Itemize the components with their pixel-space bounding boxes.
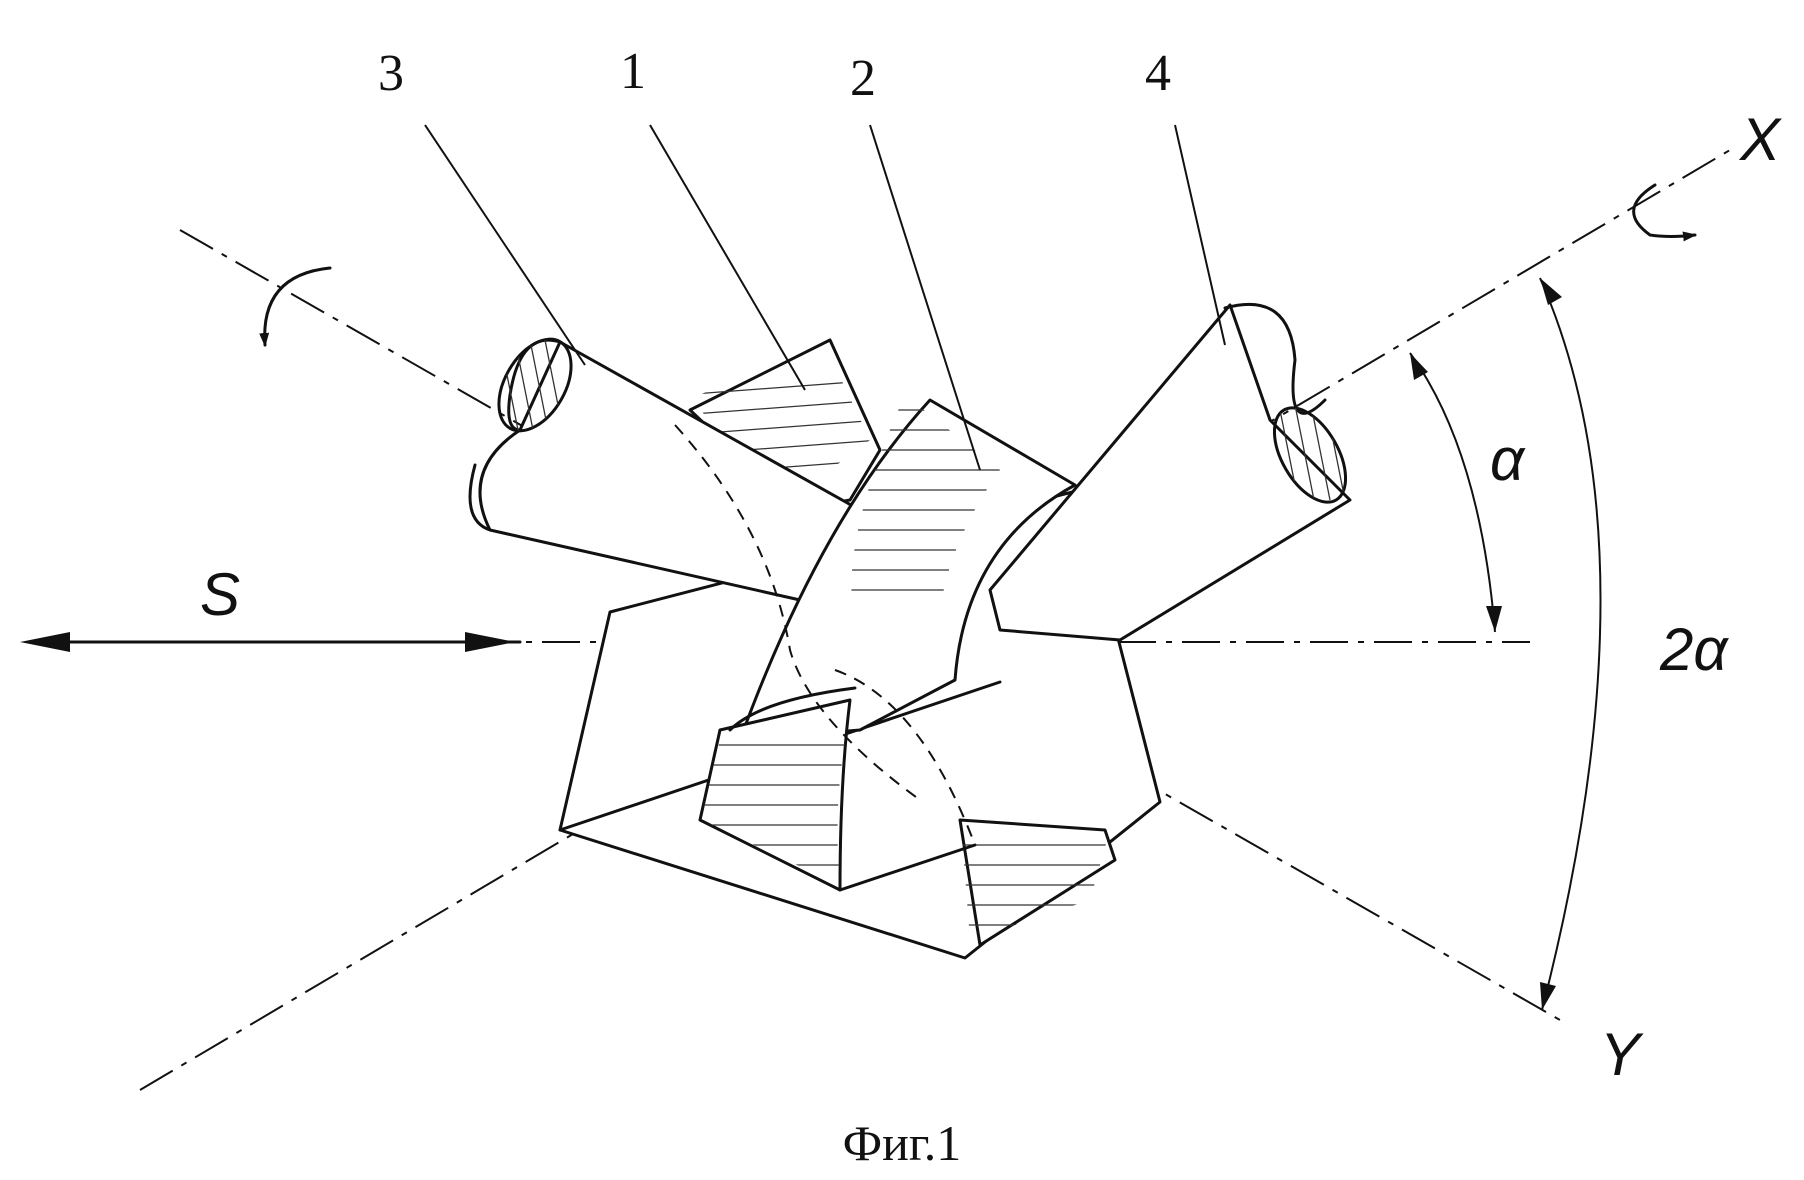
label-axis-y: Y: [1600, 1021, 1644, 1088]
part-1-lower-face: [950, 820, 1120, 945]
label-part-2: 2: [850, 50, 876, 107]
label-axis-x: X: [1738, 106, 1782, 173]
label-feed-s: S: [200, 561, 240, 628]
label-part-1: 1: [620, 43, 646, 100]
angle-2alpha-arc: [1540, 278, 1601, 1010]
label-part-4: 4: [1145, 45, 1171, 102]
label-alpha: α: [1490, 426, 1526, 493]
label-2alpha: 2α: [1659, 616, 1729, 683]
feed-arrow-s: [20, 632, 520, 652]
rotation-arrow-left-icon: [265, 268, 330, 345]
rotation-arrow-right-icon: [1634, 185, 1695, 237]
figure-caption: Фиг.1: [843, 1115, 962, 1171]
angle-alpha-arc: [1410, 353, 1502, 632]
label-part-3: 3: [378, 45, 404, 102]
